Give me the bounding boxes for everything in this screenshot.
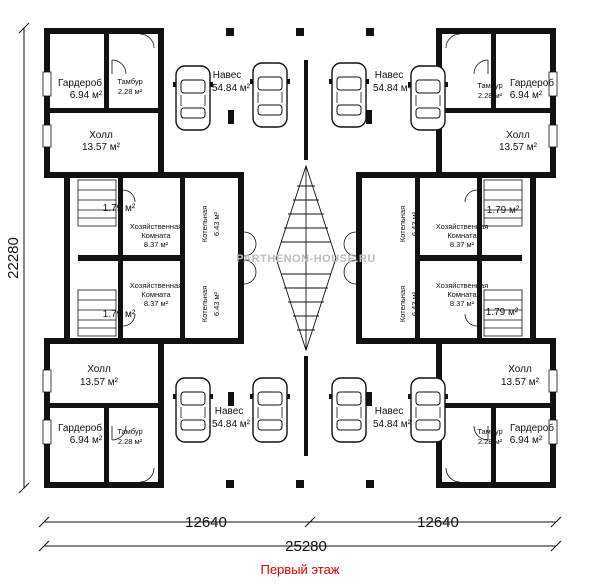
tambur-tr-name: Тамбур bbox=[477, 81, 502, 90]
garderob-tr-name: Гардероб bbox=[510, 77, 554, 89]
hoz-tr-name-1: Хозяйственная bbox=[436, 222, 488, 231]
hoz-tl-name-1: Хозяйственная bbox=[130, 222, 182, 231]
tambur-bl-name: Тамбур bbox=[117, 427, 142, 436]
garderob-bl-area: 6.94 м² bbox=[70, 435, 103, 446]
windows bbox=[42, 71, 558, 445]
central-stair bbox=[275, 164, 337, 352]
hoz-br-name-2: Комната bbox=[447, 290, 477, 299]
dim-bottom-left: 12640 bbox=[185, 514, 227, 531]
naves-bl-area: 54.84 м² bbox=[212, 419, 251, 430]
kotel-br-name: Котельная bbox=[398, 286, 407, 322]
holl-br-area: 13.57 м² bbox=[501, 377, 540, 388]
kotel-br-area: 6.43 м² bbox=[410, 291, 419, 316]
dim-left-height: 22280 bbox=[5, 237, 22, 279]
garderob-br-name: Гардероб bbox=[510, 422, 554, 434]
naves-br-area: 54.84 м² bbox=[373, 419, 412, 430]
hoz-bl-name-2: Комната bbox=[141, 290, 171, 299]
kotel-tl-name: Котельная bbox=[200, 206, 209, 242]
holl-tl-name: Холл bbox=[89, 130, 113, 141]
garderob-bl-name: Гардероб bbox=[58, 422, 102, 434]
stair-tr-area: 1.79 м² bbox=[487, 205, 520, 216]
tambur-tl-area: 2.28 м² bbox=[118, 87, 143, 96]
holl-tr-area: 13.57 м² bbox=[499, 142, 538, 153]
naves-tr-name: Навес bbox=[375, 70, 404, 81]
tambur-bl-area: 2.28 м² bbox=[118, 437, 143, 446]
holl-bl-area: 13.57 м² bbox=[80, 377, 119, 388]
doors bbox=[111, 33, 489, 483]
holl-tl-area: 13.57 м² bbox=[82, 142, 121, 153]
naves-bl-name: Навес bbox=[215, 406, 244, 417]
hoz-tr-name-2: Комната bbox=[447, 231, 477, 240]
hoz-bl-name-1: Хозяйственная bbox=[130, 281, 182, 290]
tambur-br-area: 2.28 м² bbox=[478, 437, 503, 446]
garderob-br-area: 6.94 м² bbox=[510, 435, 543, 446]
naves-br-name: Навес bbox=[375, 406, 404, 417]
dim-bottom-right: 12640 bbox=[417, 514, 459, 531]
tambur-br-name: Тамбур bbox=[477, 427, 502, 436]
kotel-tr-area: 6.43 м² bbox=[410, 211, 419, 236]
stair-br-area: 1.79 м² bbox=[486, 307, 519, 318]
garderob-tr-area: 6.94 м² bbox=[510, 90, 543, 101]
columns bbox=[226, 28, 374, 488]
kotel-tr-name: Котельная bbox=[398, 206, 407, 242]
floor-caption: Первый этаж bbox=[260, 562, 340, 577]
tambur-tl-name: Тамбур bbox=[117, 77, 142, 86]
hoz-br-name-1: Хозяйственная bbox=[436, 281, 488, 290]
hoz-br-area: 8.37 м² bbox=[450, 299, 475, 308]
dimension-lines bbox=[18, 22, 562, 552]
hoz-bl-area: 8.37 м² bbox=[144, 299, 169, 308]
watermark: PARTHENON-HOUSE.RU bbox=[236, 253, 376, 265]
holl-tr-name: Холл bbox=[506, 130, 530, 141]
naves-tl-area: 54.84 м² bbox=[212, 83, 251, 94]
stair-tl-area: 1.79 м² bbox=[103, 203, 136, 214]
hoz-tl-name-2: Комната bbox=[141, 231, 171, 240]
garderob-tl-area: 6.94 м² bbox=[70, 90, 103, 101]
unit-stairs bbox=[77, 179, 523, 337]
hoz-tl-area: 8.37 м² bbox=[144, 240, 169, 249]
naves-tr-area: 54.84 м² bbox=[373, 83, 412, 94]
holl-bl-name: Холл bbox=[87, 364, 111, 375]
naves-tl-name: Навес bbox=[213, 70, 242, 81]
kotel-tl-area: 6.43 м² bbox=[212, 211, 221, 236]
stair-bl-area: 1.79 м² bbox=[103, 309, 136, 320]
garderob-tl-name: Гардероб bbox=[58, 77, 102, 89]
hoz-tr-area: 8.37 м² bbox=[450, 240, 475, 249]
kotel-bl-area: 6.43 м² bbox=[212, 291, 221, 316]
outer-walls bbox=[44, 28, 556, 488]
dim-bottom-total: 25280 bbox=[285, 538, 327, 555]
holl-br-name: Холл bbox=[508, 364, 532, 375]
kotel-bl-name: Котельная bbox=[200, 286, 209, 322]
tambur-tr-area: 2.28 м² bbox=[478, 91, 503, 100]
